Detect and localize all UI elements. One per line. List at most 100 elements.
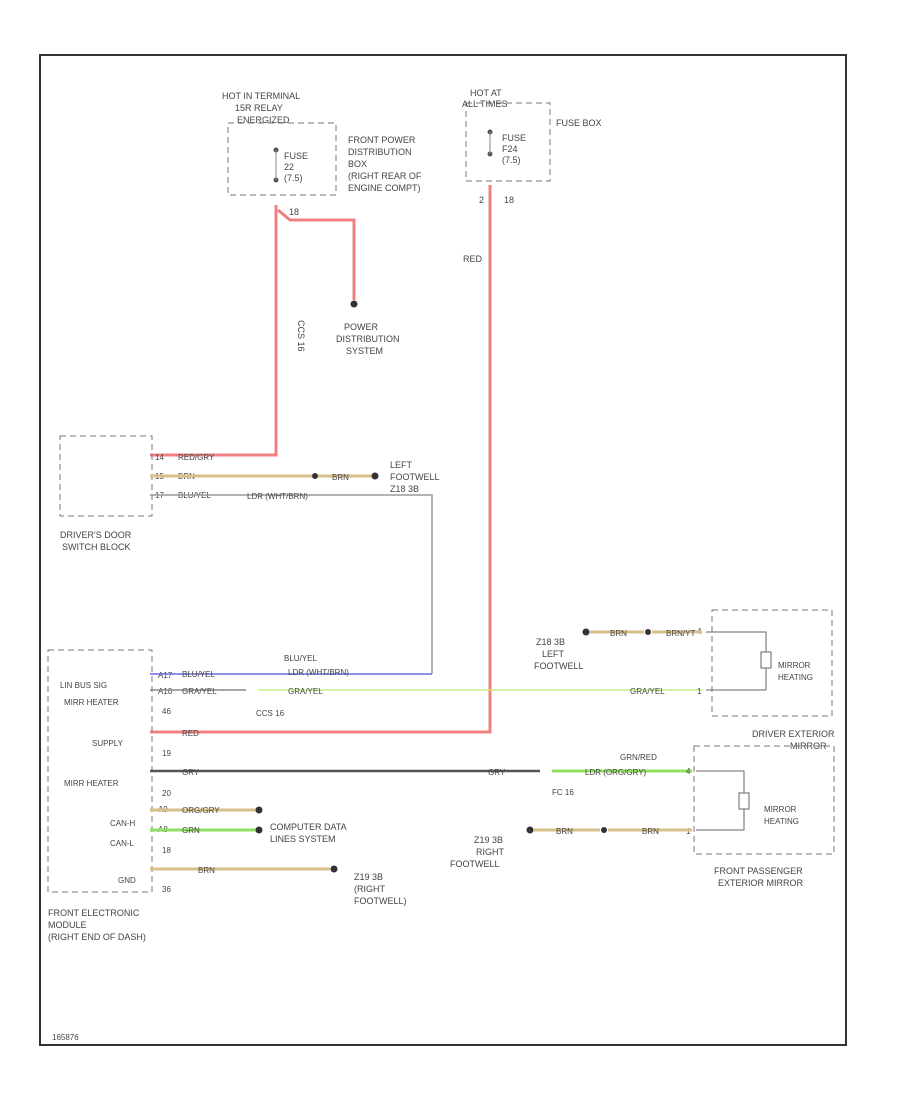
power-dist-line3: SYSTEM [346, 346, 383, 356]
right-footwell-bottom-line2: (RIGHT [354, 884, 385, 894]
fem-pin-46: 46 [162, 707, 171, 716]
fem-label-supply: SUPPLY [92, 739, 124, 748]
fem-pin-36: 36 [162, 885, 171, 894]
fem-wire-blu-yel: BLU/YEL [182, 670, 215, 679]
power-dist-line1: POWER [344, 322, 379, 332]
mirror-pin-top-1: 1 [697, 687, 702, 696]
pin-side-label: 2 [479, 195, 484, 205]
red-wire-top-label: RED [463, 254, 483, 264]
fem-wire-gra-yel: GRA/YEL [182, 687, 217, 696]
right-footwell-ground-bottom [330, 865, 338, 873]
brn-splice-passenger [601, 827, 607, 833]
fem-wire-gry: GRY [182, 768, 200, 777]
hot-at-battery-line2: ALL TIMES [462, 99, 508, 109]
can-l-terminal [255, 826, 263, 834]
fuse-f24-line2: F24 [502, 144, 518, 154]
hot-in-terminal-line3: ENERGIZED [237, 115, 290, 125]
computer-data-line2: LINES SYSTEM [270, 834, 336, 844]
diagram-frame [39, 54, 847, 1046]
right-footwell-mid-line3: FOOTWELL [450, 859, 500, 869]
brn-bottom-right-1: BRN [556, 827, 573, 836]
right-footwell-mid-line1: Z19 3B [474, 835, 503, 845]
fem-pin-20: 20 [162, 789, 171, 798]
drivers-door-switch-line2: SWITCH BLOCK [62, 542, 131, 552]
driver-mirror-heater-circuit [706, 631, 767, 691]
fem-label-canl: CAN-L [110, 839, 135, 848]
fem-label-mirr2: MIRR HEATER [64, 779, 119, 788]
right-footwell-bottom-line1: Z19 3B [354, 872, 383, 882]
mirror-heating-bottom-line2: HEATING [764, 817, 799, 826]
hot-at-battery-line1: HOT AT [470, 88, 502, 98]
passenger-mirror-box [693, 745, 835, 855]
fc16-label: FC 16 [552, 788, 574, 797]
left-footwell-top-line1: LEFT [390, 460, 413, 470]
fem-pin-19: 19 [162, 749, 171, 758]
drivers-door-switch-box [59, 435, 153, 517]
fem-label-lin: LIN BUS SIG [60, 681, 107, 690]
blu-yel-mid-label: BLU/YEL [284, 654, 317, 663]
lin-orange-label: LDR (ORG/GRY) [585, 768, 647, 777]
fuse-box-outline [465, 102, 551, 182]
power-dist-terminal [350, 300, 358, 308]
front-power-dist-box [227, 122, 337, 196]
gray-right-label: GRY [488, 768, 506, 777]
left-footwell-ground-top [371, 472, 379, 480]
ccs16-vertical-label: CCS 16 [296, 320, 306, 352]
right-footwell-mid-line2: RIGHT [476, 847, 505, 857]
pin-top-left-label: 18 [289, 207, 299, 217]
gra-yel-mid-label: GRA/YEL [288, 687, 323, 696]
dsw-pin-14: 14 [155, 453, 164, 462]
fem-wire-grn: GRN [182, 826, 200, 835]
pin-top-right-label: 18 [504, 195, 514, 205]
front-power-dist-line4: (RIGHT REAR OF [348, 171, 422, 181]
hot-in-terminal-line2: 15R RELAY [235, 103, 283, 113]
ccs16-bottom-label: CCS 16 [256, 709, 285, 718]
red-wire-fuse22-to-door [150, 205, 278, 457]
fem-wire-org-gry: ORG/GRY [182, 806, 220, 815]
driver-ext-mirror-line1: DRIVER EXTERIOR [752, 729, 835, 739]
drivers-door-switch-line1: DRIVER'S DOOR [60, 530, 132, 540]
front-power-dist-line5: ENGINE COMPT) [348, 183, 421, 193]
can-h-terminal [255, 806, 263, 814]
lin-wire-label: LDR (WHT/BRN) [247, 492, 308, 501]
mirror-heating-bottom-line1: MIRROR [764, 805, 797, 814]
fem-pin-18: 18 [162, 846, 171, 855]
lin-wire-door [150, 494, 433, 674]
front-power-dist-line1: FRONT POWER [348, 135, 416, 145]
fem-pin-a17: A17 [158, 671, 173, 680]
fem-wire-red: RED [182, 729, 199, 738]
mirror-pin-bottom-4: 4 [686, 767, 691, 776]
fuse-box-label: FUSE BOX [556, 118, 602, 128]
brn-bottom-right-2: BRN [642, 827, 659, 836]
brn-splice-dot [312, 473, 318, 479]
fuse-f24-line3: (7.5) [502, 155, 521, 165]
lin-mid-label: LDR (WHT/BRN) [288, 668, 349, 677]
brn-mid-label: BRN [332, 473, 349, 482]
gra-yel-right-label: GRA/YEL [630, 687, 665, 696]
right-footwell-ground-mid [526, 826, 534, 834]
footer-id: 165876 [52, 1033, 79, 1042]
grn-red-label: GRN/RED [620, 753, 657, 762]
mirror-heating-top-line2: HEATING [778, 673, 813, 682]
passenger-ext-mirror-line1: FRONT PASSENGER [714, 866, 803, 876]
fem-pin-a10: A10 [158, 687, 173, 696]
computer-data-line1: COMPUTER DATA [270, 822, 347, 832]
fem-module-line3: (RIGHT END OF DASH) [48, 932, 146, 942]
right-footwell-bottom-line3: FOOTWELL) [354, 896, 407, 906]
fem-label-mirr1: MIRR HEATER [64, 698, 119, 707]
fem-label-gnd: GND [118, 876, 136, 885]
passenger-mirror-heater-circuit [696, 770, 745, 831]
front-power-dist-line2: DISTRIBUTION [348, 147, 412, 157]
dsw-wire-red-gry: RED/GRY [178, 453, 215, 462]
driver-mirror-box [711, 609, 833, 717]
brn-right-top-1: BRN [610, 629, 627, 638]
fem-label-canh: CAN-H [110, 819, 136, 828]
driver-mirror-heater-element [760, 651, 772, 669]
red-wire-branch-power [277, 208, 356, 300]
hot-in-terminal-line1: HOT IN TERMINAL [222, 91, 300, 101]
left-footwell-top-line3: Z18 3B [390, 484, 419, 494]
fuse-f24-line1: FUSE [502, 133, 526, 143]
fem-module-line2: MODULE [48, 920, 87, 930]
fuse-f22-line2: 22 [284, 162, 294, 172]
fuse-f22-line3: (7.5) [284, 173, 303, 183]
